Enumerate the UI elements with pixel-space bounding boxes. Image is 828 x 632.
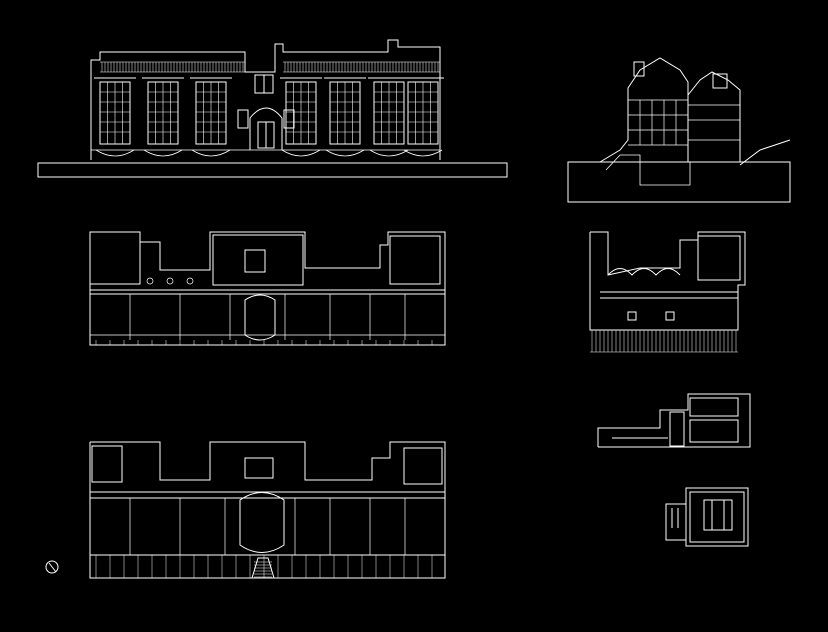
ground-plan-stair	[244, 294, 276, 341]
roof-hatch	[101, 62, 439, 72]
first-plan-rooms	[95, 498, 433, 578]
first-plan-stair	[239, 492, 285, 553]
ground-plan-rooms	[90, 277, 445, 345]
ground-floor-plan	[89, 231, 446, 346]
ground-line-base	[37, 162, 508, 178]
side-plan-hatch	[590, 330, 738, 353]
north-arrow-icon	[45, 560, 59, 574]
section-floors	[628, 99, 740, 146]
side-section	[567, 57, 791, 203]
first-floor-plan	[89, 441, 446, 579]
elevation-windows	[94, 77, 444, 145]
elevation-base	[91, 149, 443, 157]
side-plan-small	[597, 393, 751, 448]
side-plan-detail	[665, 487, 749, 547]
entrance-steps	[251, 557, 275, 579]
central-entrance	[237, 74, 295, 150]
side-plan-upper	[589, 231, 746, 353]
front-elevation	[37, 39, 508, 178]
roof-band	[100, 61, 440, 73]
elevation-outline	[90, 39, 441, 160]
section-ground	[567, 161, 791, 203]
